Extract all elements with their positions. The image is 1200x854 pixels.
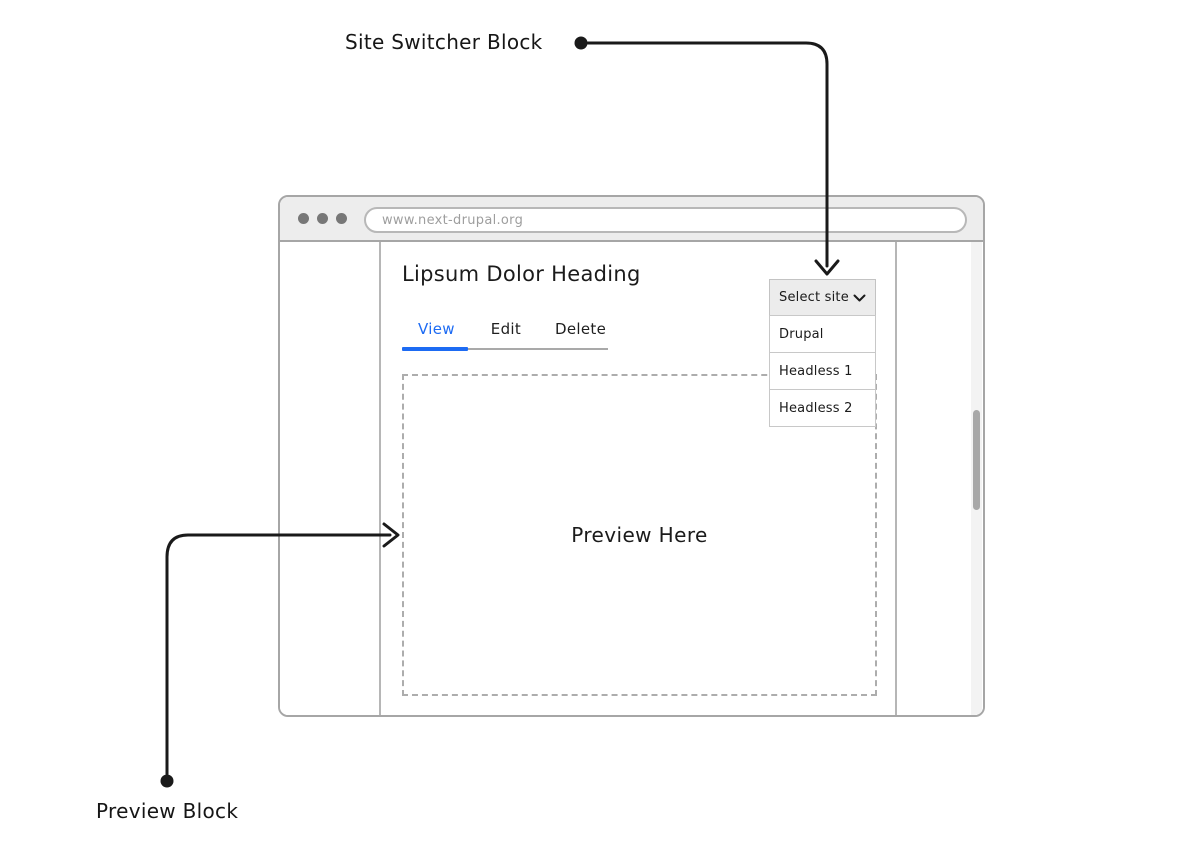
site-switcher-block: Select site Drupal Headless 1 Headless 2	[769, 279, 876, 427]
chevron-down-icon	[853, 294, 866, 302]
tab-edit[interactable]: Edit	[490, 320, 522, 338]
preview-placeholder-region: Preview Here	[402, 374, 877, 696]
scrollbar-thumb[interactable]	[973, 410, 980, 510]
active-tab-indicator	[402, 347, 468, 351]
tab-divider-line	[468, 348, 608, 350]
window-dot-icon	[298, 213, 309, 224]
connector-dot-icon	[160, 774, 174, 788]
right-column-divider	[895, 242, 897, 715]
page-title: Lipsum Dolor Heading	[402, 262, 641, 286]
site-option-headless-1[interactable]: Headless 1	[769, 352, 876, 390]
browser-content: Lipsum Dolor Heading View Edit Delete Pr…	[280, 242, 983, 715]
browser-chrome-bar: www.next-drupal.org	[280, 197, 983, 242]
browser-window: www.next-drupal.org Lipsum Dolor Heading…	[278, 195, 985, 717]
tab-bar: View Edit Delete	[402, 320, 606, 338]
select-site-label: Select site	[779, 290, 849, 305]
window-dot-icon	[317, 213, 328, 224]
tab-delete[interactable]: Delete	[555, 320, 607, 338]
window-controls	[298, 213, 347, 224]
site-switcher-callout-label: Site Switcher Block	[345, 30, 543, 54]
site-option-drupal[interactable]: Drupal	[769, 315, 876, 353]
select-site-dropdown-button[interactable]: Select site	[769, 279, 876, 316]
site-option-headless-2[interactable]: Headless 2	[769, 389, 876, 427]
window-dot-icon	[336, 213, 347, 224]
url-text: www.next-drupal.org	[382, 212, 524, 228]
left-column-divider	[379, 242, 381, 715]
preview-placeholder-text: Preview Here	[571, 523, 708, 547]
connector-dot-icon	[574, 36, 588, 50]
tab-view[interactable]: View	[418, 320, 455, 338]
url-bar[interactable]: www.next-drupal.org	[364, 207, 967, 233]
preview-callout-label: Preview Block	[96, 799, 239, 823]
